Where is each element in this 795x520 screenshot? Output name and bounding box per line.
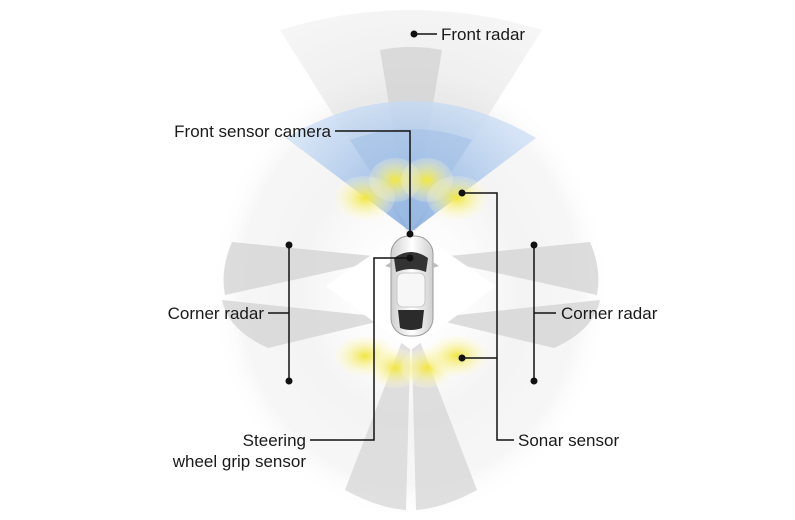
sonar-dot-front — [458, 189, 466, 197]
leader-lines — [268, 33, 556, 441]
sonar-leader — [462, 192, 514, 441]
sonar-zone-rear-right — [427, 336, 487, 376]
car-rear-window — [398, 310, 424, 330]
front-sensor-camera-label: Front sensor camera — [174, 122, 331, 141]
steering-label-line1: Steering — [243, 431, 306, 450]
corner-radar-fan-front-right — [429, 242, 599, 295]
steering-leader — [310, 257, 410, 441]
corner-radar-left-dot-top — [285, 241, 293, 249]
leader-dots — [285, 30, 538, 385]
front-radar-dot — [410, 30, 418, 38]
car-mirror-left — [385, 262, 391, 268]
corner-radar-fan-rear-left — [222, 300, 393, 348]
car-windshield — [394, 252, 428, 272]
sonar-sensor-label: Sonar sensor — [518, 431, 619, 450]
front-radar-label: Front radar — [441, 25, 525, 44]
corner-radar-left-dot-bottom — [285, 377, 293, 385]
front-camera-dot — [406, 230, 414, 238]
corner-radar-right-dot-top — [530, 241, 538, 249]
car-mirror-right — [433, 262, 439, 268]
corner-radar-fan-rear-right — [429, 300, 600, 348]
sonar-zone-front-right — [427, 176, 487, 220]
car-roof — [396, 272, 426, 308]
corner-radar-right-label: Corner radar — [561, 304, 658, 323]
corner-radar-fan-front-left — [223, 242, 393, 295]
front-camera-leader — [335, 130, 411, 234]
sonar-dot-rear — [458, 354, 466, 362]
steering-label-line2: wheel grip sensor — [172, 452, 307, 471]
steering-dot — [406, 254, 414, 262]
corner-radar-right-dot-bottom — [530, 377, 538, 385]
corner-radar-left-label: Corner radar — [168, 304, 265, 323]
car — [385, 235, 439, 337]
